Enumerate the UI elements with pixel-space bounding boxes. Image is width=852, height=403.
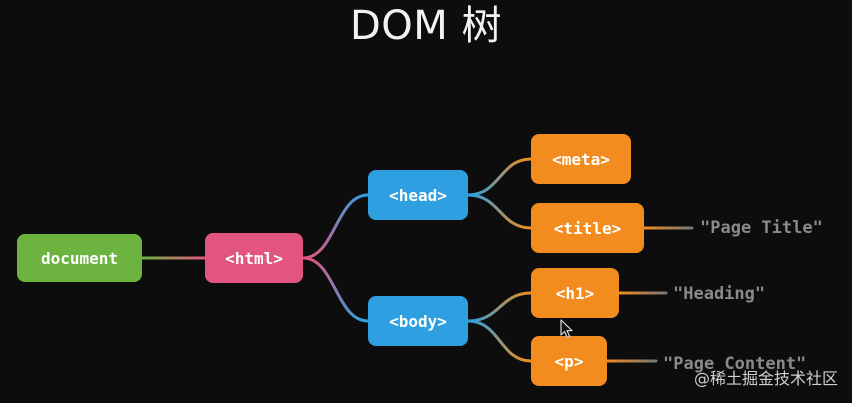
node-body: <body> bbox=[368, 296, 468, 346]
text-node-page-content: "Page Content" bbox=[663, 354, 807, 374]
node-p: <p> bbox=[531, 336, 607, 386]
edge-head-title bbox=[466, 193, 533, 230]
slide-title: DOM 树 bbox=[349, 3, 502, 49]
node-h1: <h1> bbox=[531, 268, 619, 318]
edge-html-head bbox=[301, 193, 370, 260]
edge-body-p bbox=[466, 319, 533, 363]
text-node-page-title: "Page Title" bbox=[700, 218, 823, 238]
edge-head-meta bbox=[466, 157, 533, 197]
text-node-heading: "Heading" bbox=[673, 284, 766, 304]
arrow-cursor-icon bbox=[560, 319, 573, 339]
node-html: <html> bbox=[205, 233, 303, 283]
node-meta: <meta> bbox=[531, 134, 631, 184]
node-document: document bbox=[17, 234, 142, 282]
node-title: <title> bbox=[531, 203, 644, 253]
edge-html-body bbox=[301, 256, 370, 323]
edge-body-h1 bbox=[466, 291, 533, 323]
node-head: <head> bbox=[368, 170, 468, 220]
watermark: @稀土掘金技术社区 bbox=[693, 369, 838, 388]
